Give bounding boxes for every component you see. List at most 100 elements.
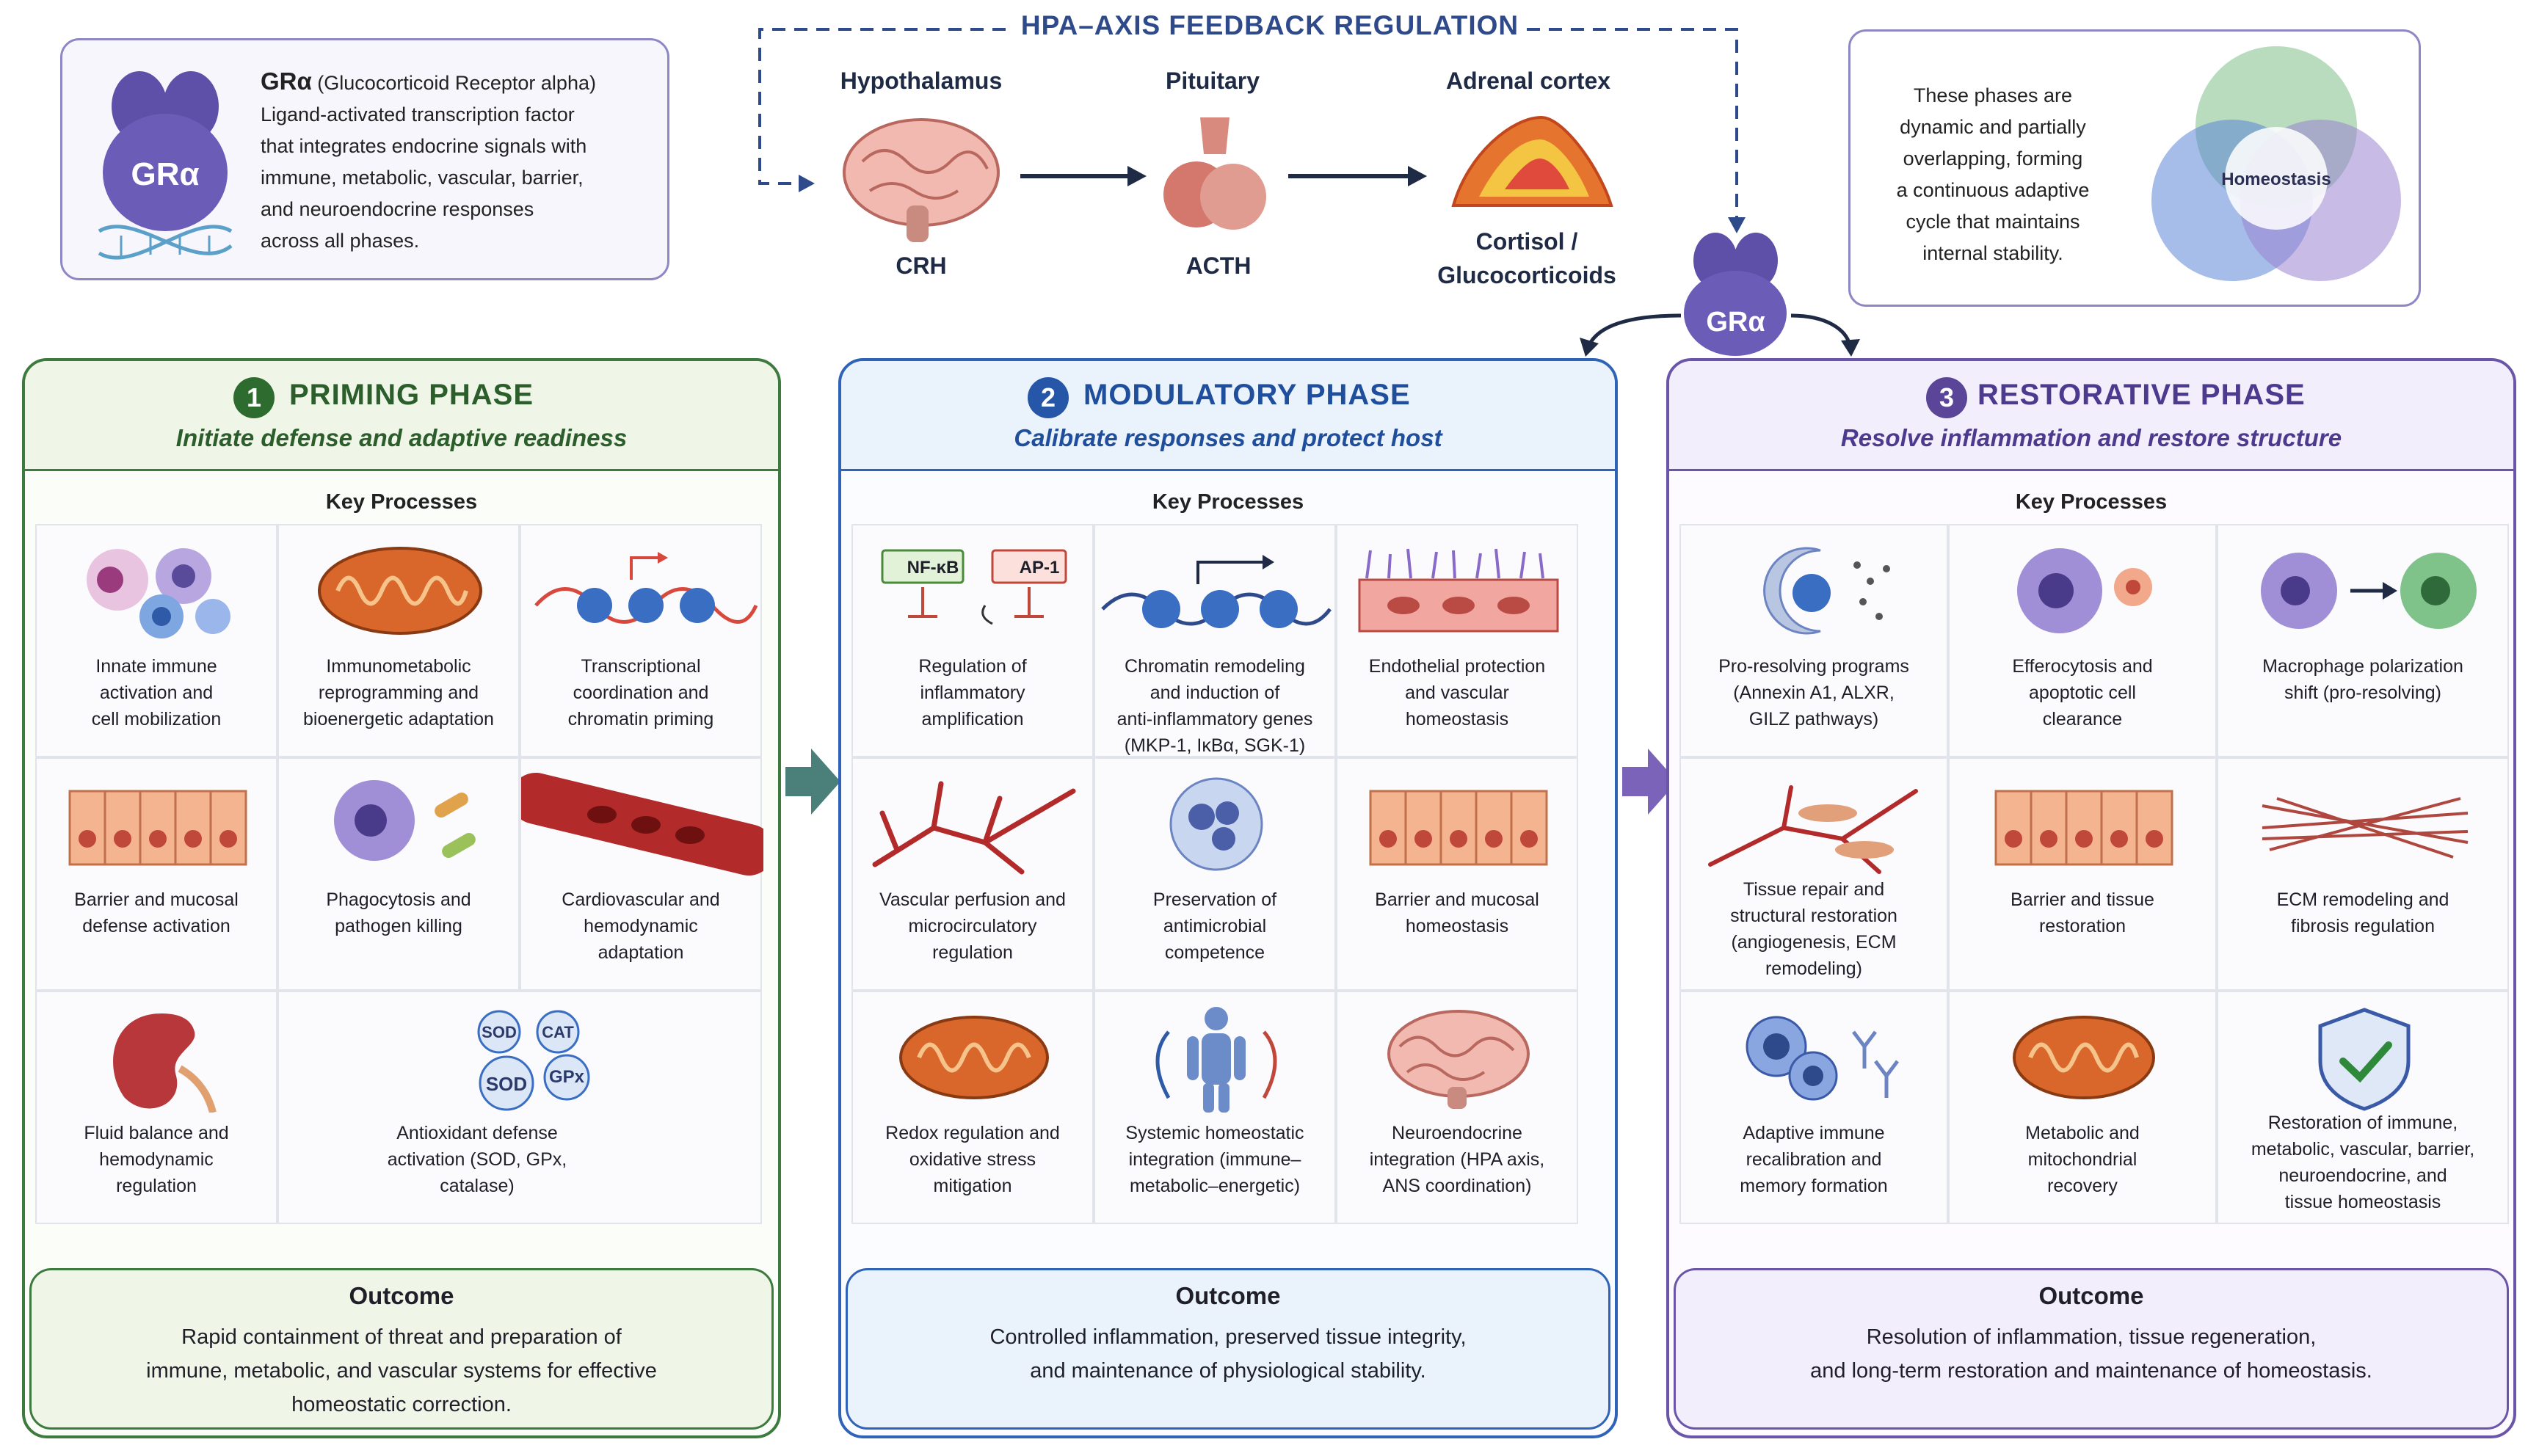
outcome-body: Controlled inflammation, preserved tissu… [877, 1320, 1579, 1388]
outcome-line: immune, metabolic, and vascular systems … [146, 1359, 657, 1383]
label-line: homeostasis [1405, 709, 1509, 729]
hypothalamus-label: Hypothalamus [840, 68, 1003, 94]
label-line: Tissue repair and [1743, 879, 1885, 900]
phase-header: 2 MODULATORY PHASE Calibrate responses a… [841, 361, 1615, 471]
shield-check-icon [2318, 1008, 2411, 1111]
process-label: Antioxidant defense activation (SOD, GPx… [352, 1120, 602, 1199]
label-line: antimicrobial [1163, 916, 1267, 936]
label-line: Fluid balance and [84, 1123, 229, 1143]
label-line: Vascular perfusion and [879, 889, 1066, 910]
transcription-factor-icon [881, 549, 1067, 625]
process-label: Systemic homeostatic integration (immune… [1100, 1120, 1330, 1199]
label-line: Cardiovascular and [562, 889, 720, 910]
microvasculature-icon [872, 781, 1076, 875]
nfkb-label: NF-κB [907, 558, 959, 578]
label-line: Redox regulation and [885, 1123, 1060, 1143]
label-line: regulation [116, 1176, 197, 1196]
label-line: Regulation of [918, 656, 1027, 677]
process-cell: Phagocytosis and pathogen killing [277, 757, 520, 991]
process-label: Pro-resolving programs (Annexin A1, ALXR… [1685, 653, 1942, 732]
gr-badge-label: GRα [131, 156, 200, 192]
gr-receptor-icon [98, 71, 233, 260]
cycle-note-box: These phases are dynamic and partially o… [1848, 29, 2421, 307]
kidney-icon [113, 1013, 217, 1113]
immune-cells-icon [87, 548, 230, 638]
process-label: Innate immune activation and cell mobili… [41, 653, 272, 732]
gr-line: Ligand-activated transcription factor [261, 103, 575, 125]
process-label: Fluid balance and hemodynamic regulation [41, 1120, 272, 1199]
epithelium-icon [1994, 790, 2173, 866]
process-label: Phagocytosis and pathogen killing [283, 887, 514, 939]
process-label: Endothelial protection and vascular home… [1342, 653, 1572, 732]
process-label: Immunometabolic reprogramming and bioene… [283, 653, 514, 732]
adrenal-icon [1451, 115, 1613, 207]
process-cell: Restoration of immune, metabolic, vascul… [2217, 991, 2509, 1224]
process-cell: Endothelial protection and vascular home… [1336, 524, 1578, 757]
outcome-line: Controlled inflammation, preserved tissu… [989, 1325, 1467, 1349]
cycle-note-line: These phases are [1913, 84, 2073, 106]
gr-full-name: (Glucocorticoid Receptor alpha) [311, 72, 596, 94]
mitochondrion-icon [2013, 1016, 2155, 1099]
label-line: integration (immune– [1128, 1149, 1301, 1170]
gr-info-box: GRα GRα (Glucocorticoid Receptor alpha) … [60, 38, 669, 280]
process-cell: Transcriptional coordination and chromat… [520, 524, 762, 757]
label-line: structural restoration [1730, 906, 1897, 926]
chromatin-remodeling-icon [1101, 555, 1332, 628]
outcome-line: homeostatic correction. [291, 1393, 512, 1416]
label-line: chromatin priming [567, 709, 714, 729]
process-label: Vascular perfusion and microcirculatory … [857, 887, 1088, 966]
cycle-note-line: cycle that maintains [1906, 211, 2080, 233]
phase-title: MODULATORY PHASE [1083, 379, 1411, 411]
process-cell: Barrier and mucosal defense activation [35, 757, 277, 991]
process-cell: Redox regulation and oxidative stress mi… [851, 991, 1094, 1224]
process-cell: Pro-resolving programs (Annexin A1, ALXR… [1679, 524, 1948, 757]
label-line: tissue homeostasis [2284, 1192, 2441, 1212]
process-label: Macrophage polarization shift (pro-resol… [2223, 653, 2503, 706]
label-line: activation (SOD, GPx, [387, 1149, 567, 1170]
label-line: Barrier and tissue [2011, 889, 2154, 910]
cycle-note-text: These phases are dynamic and partially o… [1883, 80, 2103, 269]
sod-label: SOD [482, 1023, 517, 1041]
phase-number: 1 [233, 377, 275, 418]
process-label: Transcriptional coordination and chromat… [526, 653, 756, 732]
cat-label: CAT [542, 1023, 574, 1041]
gr-description: GRα (Glucocorticoid Receptor alpha) Liga… [261, 65, 657, 257]
process-label: Barrier and mucosal homeostasis [1342, 887, 1572, 939]
label-line: inflammatory [920, 682, 1025, 703]
brain-icon [843, 118, 1000, 242]
process-label: Restoration of immune, metabolic, vascul… [2223, 1110, 2503, 1215]
process-label: Tissue repair and structural restoration… [1685, 876, 1942, 982]
label-line: bioenergetic adaptation [303, 709, 494, 729]
label-line: pathogen killing [335, 916, 462, 936]
key-processes-label: Key Processes [2015, 490, 2168, 514]
phase-subtitle: Initiate defense and adaptive readiness [175, 424, 628, 451]
adrenal-cortex-label: Adrenal cortex [1445, 68, 1611, 94]
phase-header: 3 RESTORATIVE PHASE Resolve inflammation… [1669, 361, 2513, 471]
label-line: Barrier and mucosal [1375, 889, 1539, 910]
phase-subtitle: Calibrate responses and protect host [1014, 424, 1442, 451]
phagocyte-icon [334, 780, 476, 861]
phase-number: 2 [1028, 377, 1069, 418]
outcome-line: and long-term restoration and maintenanc… [1810, 1359, 2372, 1383]
phase-subtitle: Resolve inflammation and restore structu… [1840, 424, 2342, 451]
outcome-box: Outcome Rapid containment of threat and … [29, 1268, 774, 1430]
label-line: catalase) [440, 1176, 515, 1196]
outcome-box: Outcome Resolution of inflammation, tiss… [1674, 1268, 2509, 1430]
label-line: shift (pro-resolving) [2284, 682, 2441, 703]
antioxidant-enzymes-icon [477, 1010, 590, 1111]
label-line: Metabolic and [2025, 1123, 2140, 1143]
process-label: Regulation of inflammatory amplification [857, 653, 1088, 732]
process-cell: Systemic homeostatic integration (immune… [1094, 991, 1336, 1224]
label-line: Preservation of [1152, 889, 1277, 910]
process-label: Efferocytosis and apoptotic cell clearan… [1954, 653, 2211, 732]
gr-name: GRα [261, 68, 312, 95]
process-label: Preservation of antimicrobial competence [1100, 887, 1330, 966]
gr-central-label: GRα [1706, 307, 1765, 338]
label-line: reprogramming and [318, 682, 479, 703]
label-line: recovery [2047, 1176, 2118, 1196]
label-line: homeostasis [1405, 916, 1509, 936]
process-cell: NF-κB AP-1 Regulation of inflammatory am… [851, 524, 1094, 757]
human-body-icon [1155, 1007, 1277, 1113]
outcome-body: Resolution of inflammation, tissue regen… [1705, 1320, 2477, 1388]
outcome-line: Rapid containment of threat and preparat… [181, 1325, 622, 1349]
